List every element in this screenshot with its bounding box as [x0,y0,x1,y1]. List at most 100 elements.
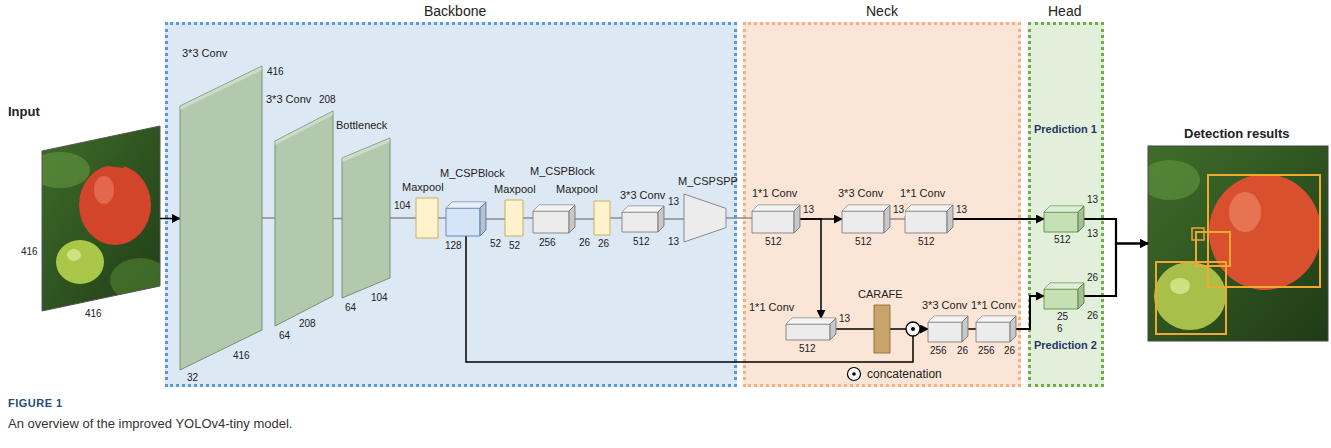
cube-side [1078,206,1084,232]
connector [523,217,533,219]
dimension-label: 26 [597,238,610,250]
cube-top [446,202,486,208]
layer-label: Maxpool [402,180,444,194]
cube-top [976,316,1016,322]
cube-side-dark [658,206,664,232]
connector [890,218,905,220]
cube-top-light [622,206,664,212]
dimension-label: 512 [764,236,783,248]
conv-layer-shape [928,316,968,342]
layer-label: M_CSPBlock [440,166,505,180]
spp-block-shape [684,194,726,242]
cube-top-light [842,205,890,211]
concat-dot [911,327,915,331]
prediction-output: Prediction 2 [1044,283,1084,309]
maxpool-layer: Maxpool [594,201,610,235]
slab-edge [275,111,333,145]
cube-front [446,208,480,236]
cube-side [947,205,953,233]
input-image: Input [42,126,160,311]
feature-map: 3*3 Conv [180,66,262,370]
cube-side [569,205,575,233]
result-photo [1148,146,1328,341]
connector [610,217,622,219]
prediction-output-shape [1044,206,1084,232]
layer-label: Bottleneck [336,118,387,132]
dimension-label: 26 [578,237,591,249]
cube-side-dark [569,205,575,233]
cube-side-dark [947,205,953,233]
layer-label: 1*1 Conv [900,186,945,200]
cube-top [533,205,575,211]
connector [262,217,275,219]
slab-face [342,138,390,298]
dimension-label: 512 [798,343,817,355]
conv-layer-shape [786,318,836,340]
cube-side [1010,316,1016,342]
dimension-label: 13 [667,196,680,208]
bar-face [505,200,523,236]
connector [953,218,1044,220]
connector [438,217,446,219]
dimension-label: 208 [318,94,337,106]
dimension-label: 512 [854,236,873,248]
cube-top [842,205,890,211]
cube-top-light [928,316,968,322]
dimension-label: 13 [955,204,968,216]
dimension-label: 416 [266,66,285,78]
conv-layer: 3*3 Conv [928,316,968,342]
feature-map-shape [180,66,262,370]
input-photo [30,120,170,320]
legend-symbol [846,366,862,382]
cube-side-dark [884,205,890,233]
connector [466,236,928,362]
figure-number: FIGURE 1 [8,396,63,410]
dimension-label: 512 [1053,234,1072,246]
dimension-label: 104 [370,292,389,304]
figure-caption: An overview of the improved YOLOv4-tiny … [8,416,292,432]
cube-front [622,212,658,232]
cube-top-light [1044,206,1084,212]
cube-top [928,316,968,322]
cube-side-dark [1078,283,1084,309]
cube-side [480,202,486,236]
slab-edge [342,138,390,162]
layer-label: 1*1 Conv [971,298,1016,312]
cube-front [1044,289,1078,309]
layer-label: 1*1 Conv [749,300,794,314]
dimension-label: 512 [917,236,936,248]
dimension-label: 13 [802,204,815,216]
layer-label: M_CSPBlock [530,164,595,178]
cube-front [976,322,1010,342]
cube-side-dark [480,202,486,236]
dimension-label: 416 [20,246,39,258]
cube-front [1044,212,1078,232]
bar-face [594,201,610,235]
conv-layer-shape [622,206,664,232]
dimension-label: 26 [956,345,969,357]
cube-top [786,318,836,324]
neck-region: Neck1*1 Conv3*3 Conv1*1 Conv1*1 ConvCARA… [743,22,1021,387]
bar-face [416,198,438,238]
layer-label: 3*3 Conv [838,186,883,200]
cube-side-dark [1010,316,1016,342]
feature-map: Bottleneck [342,138,390,298]
dimension-label: 26 [1003,345,1016,357]
maxpool-layer: Maxpool [505,200,523,236]
cube-front [752,211,794,233]
carafe-upsampler: CARAFE [874,305,890,353]
layer-label: 3*3 Conv [182,46,227,60]
slab-face [180,66,262,370]
dimension-label: 416 [84,308,103,320]
cube-top-light [446,202,486,208]
layer-label: 3*3 Conv [620,188,665,202]
connector [575,218,594,220]
cube-side-dark [962,316,968,342]
dimension-label: 25 6 [1056,311,1072,335]
dimension-label: 512 [632,236,651,248]
connector [726,217,752,219]
legend-text: concatenation [867,366,942,382]
cube-top [905,205,953,211]
dimension-label: 208 [298,318,317,330]
